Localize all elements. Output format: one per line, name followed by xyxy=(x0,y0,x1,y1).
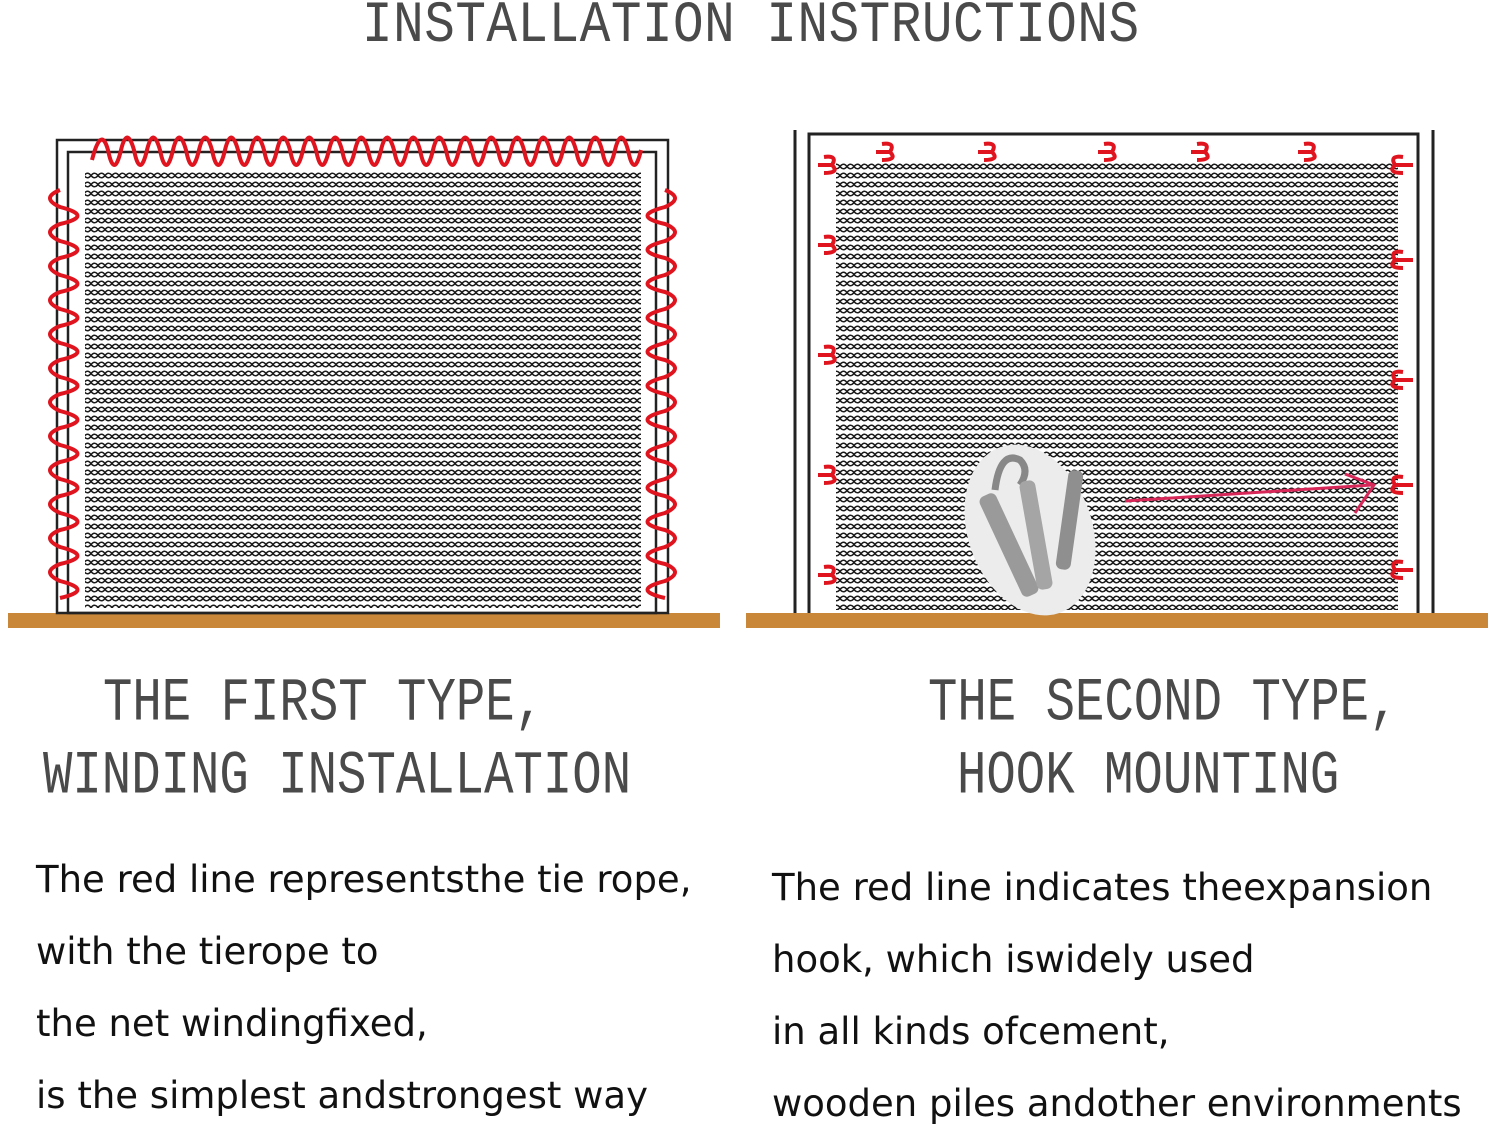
expansion-hooks xyxy=(818,141,1413,585)
frame xyxy=(807,132,1420,613)
first-type-desc-line: with the tierope to xyxy=(36,930,379,973)
hook-icon xyxy=(978,141,997,162)
second-type-heading: THE SECOND TYPE, xyxy=(928,668,1399,738)
tie-rope xyxy=(48,135,677,600)
page-title: INSTALLATION INSTRUCTIONS xyxy=(362,0,1140,60)
ground xyxy=(8,613,720,628)
expansion-hook-photo xyxy=(964,444,1096,616)
hook-icon xyxy=(818,464,837,485)
first-type-heading: THE FIRST TYPE, xyxy=(103,668,545,738)
arrow-icon xyxy=(1124,472,1377,514)
hook-icon xyxy=(1390,154,1413,175)
second-type-desc-line: hook, which iswidely used xyxy=(772,938,1255,981)
hook-icon xyxy=(876,141,895,162)
second-type-desc-line: The red line indicates theexpansion xyxy=(772,866,1433,909)
second-type-subheading: HOOK MOUNTING xyxy=(957,741,1340,811)
net-mesh xyxy=(836,161,1398,610)
second-type-desc-line: in all kinds ofcement, xyxy=(772,1010,1170,1053)
hook-icon xyxy=(1390,474,1413,495)
second-type-desc-line: wooden piles andother environments xyxy=(772,1082,1462,1125)
hook-icon xyxy=(1390,369,1413,390)
hook-icon xyxy=(818,154,837,175)
first-type-desc-line: the net windingfixed, xyxy=(36,1002,428,1045)
ground xyxy=(746,613,1488,628)
frame-inner xyxy=(66,150,658,615)
first-type-subheading: WINDING INSTALLATION xyxy=(43,741,632,811)
hook-mounting-diagram xyxy=(746,130,1488,628)
hook-icon xyxy=(1191,141,1210,162)
hook-icon xyxy=(818,344,837,365)
hook-icon xyxy=(1298,141,1317,162)
hook-icon xyxy=(1098,141,1117,162)
net-mesh xyxy=(85,170,641,608)
first-type-desc-line: is the simplest andstrongest way xyxy=(36,1074,648,1117)
hook-icon xyxy=(1390,249,1413,270)
hook-icon xyxy=(818,234,837,255)
winding-installation-diagram xyxy=(8,135,720,628)
hook-icon xyxy=(1390,559,1413,580)
first-type-desc-line: The red line representsthe tie rope, xyxy=(36,858,692,901)
hook-icon xyxy=(818,564,837,585)
